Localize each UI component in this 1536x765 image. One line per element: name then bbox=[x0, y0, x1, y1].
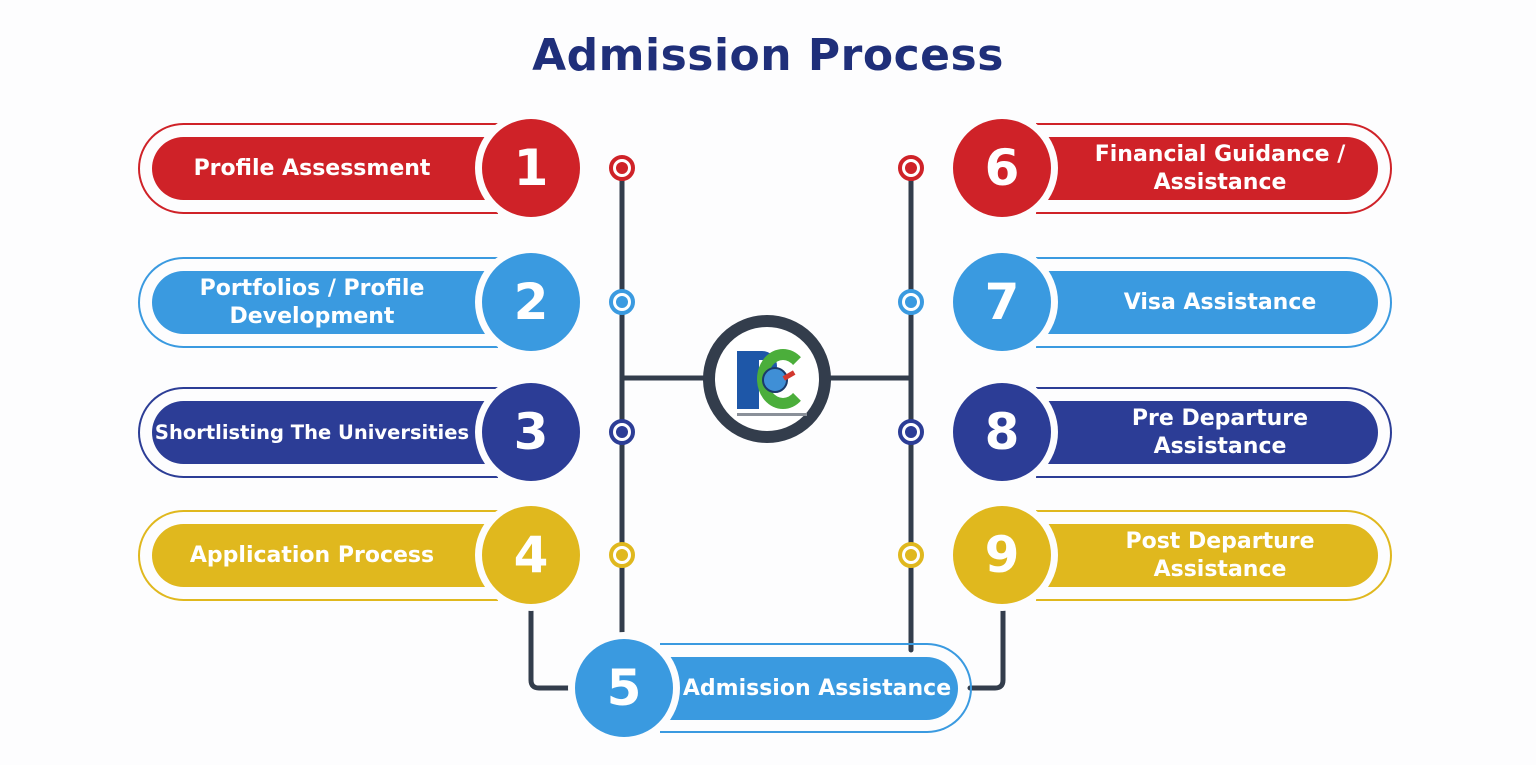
step-label: Application Process bbox=[189, 542, 435, 568]
timeline-node bbox=[898, 542, 924, 568]
step-outline bbox=[138, 257, 498, 348]
step-number-badge: 1 bbox=[482, 119, 580, 217]
center-logo bbox=[703, 315, 831, 443]
step-label-pill: Financial Guidance / Assistance bbox=[1042, 137, 1378, 200]
step-number-badge: 7 bbox=[953, 253, 1051, 351]
step-outline bbox=[138, 387, 498, 478]
globe-icon bbox=[762, 367, 788, 393]
step-label-pill: Portfolios / Profile Development bbox=[152, 271, 492, 334]
step-number: 7 bbox=[984, 273, 1020, 331]
step-label: Post Departure Assistance bbox=[1125, 528, 1315, 582]
step-outline bbox=[138, 510, 498, 601]
step-outline bbox=[138, 123, 498, 214]
step-outline bbox=[1036, 257, 1392, 348]
step-outline bbox=[1036, 123, 1392, 214]
step-label: Pre Departure Assistance bbox=[1131, 405, 1309, 459]
step-number-badge: 8 bbox=[953, 383, 1051, 481]
step-number-badge: 4 bbox=[482, 506, 580, 604]
timeline-node-dot bbox=[616, 549, 628, 561]
step-label-pill: Visa Assistance bbox=[1042, 271, 1378, 334]
timeline-node bbox=[898, 289, 924, 315]
step-label: Admission Assistance bbox=[682, 675, 952, 701]
step-number: 3 bbox=[513, 403, 549, 461]
step-outline bbox=[1036, 387, 1392, 478]
timeline-node-dot bbox=[905, 426, 917, 438]
step-number: 1 bbox=[513, 139, 549, 197]
step4-to-step5-connector bbox=[528, 597, 583, 691]
step-label: Shortlisting The Universities bbox=[154, 420, 470, 444]
step-number-badge: 5 bbox=[575, 639, 673, 737]
step-label-pill: Pre Departure Assistance bbox=[1042, 401, 1378, 464]
step-outline bbox=[1036, 510, 1392, 601]
step-label: Visa Assistance bbox=[1123, 289, 1317, 315]
timeline-node bbox=[898, 155, 924, 181]
timeline-node-dot bbox=[616, 162, 628, 174]
step-number: 6 bbox=[984, 139, 1020, 197]
step-number: 9 bbox=[984, 526, 1020, 584]
step-number-badge: 2 bbox=[482, 253, 580, 351]
step-number-badge: 9 bbox=[953, 506, 1051, 604]
timeline-node-dot bbox=[616, 426, 628, 438]
timeline-node bbox=[609, 419, 635, 445]
timeline-node bbox=[609, 542, 635, 568]
step-label-pill: Admission Assistance bbox=[666, 657, 958, 720]
logo-tagline bbox=[737, 413, 807, 416]
timeline-node bbox=[609, 289, 635, 315]
timeline-node bbox=[609, 155, 635, 181]
timeline-node bbox=[898, 419, 924, 445]
step-number-badge: 6 bbox=[953, 119, 1051, 217]
timeline-node-dot bbox=[905, 296, 917, 308]
step-number: 4 bbox=[513, 526, 549, 584]
step-number: 2 bbox=[513, 273, 549, 331]
step-number-badge: 3 bbox=[482, 383, 580, 481]
step-number: 5 bbox=[606, 659, 642, 717]
step-label: Financial Guidance / Assistance bbox=[1094, 141, 1346, 195]
step-label: Profile Assessment bbox=[193, 155, 431, 181]
step-label-pill: Shortlisting The Universities bbox=[152, 401, 492, 464]
step-label-pill: Post Departure Assistance bbox=[1042, 524, 1378, 587]
step-label: Portfolios / Profile Development bbox=[199, 275, 425, 329]
step-label-pill: Application Process bbox=[152, 524, 492, 587]
step9-to-step5-connector bbox=[967, 597, 1006, 691]
timeline-node-dot bbox=[905, 549, 917, 561]
timeline-node-dot bbox=[905, 162, 917, 174]
step-label-pill: Profile Assessment bbox=[152, 137, 492, 200]
page-title: Admission Process bbox=[532, 30, 1004, 81]
step-outline bbox=[660, 643, 972, 733]
timeline-node-dot bbox=[616, 296, 628, 308]
step-number: 8 bbox=[984, 403, 1020, 461]
